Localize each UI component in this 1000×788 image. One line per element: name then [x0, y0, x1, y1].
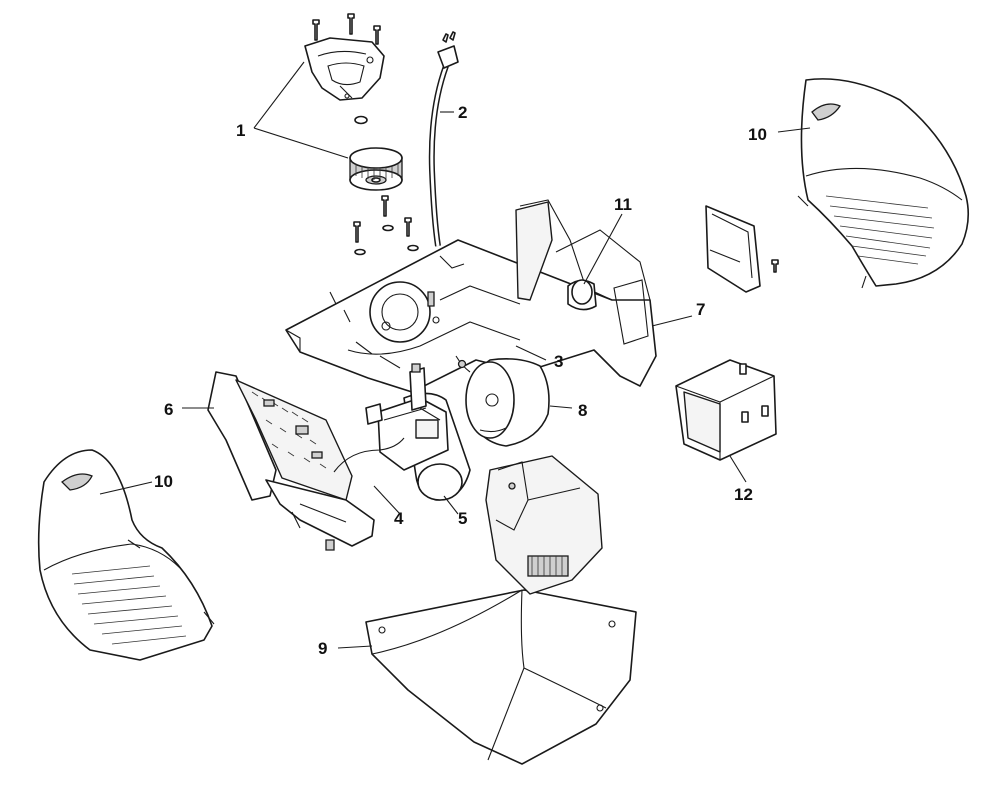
end-panel-left [37, 449, 215, 661]
callouts: 1 2 3 4 5 6 7 8 9 10 10 11 12 [154, 103, 767, 658]
callout-8: 8 [578, 401, 587, 420]
lens-cover [705, 205, 779, 293]
power-cord [428, 31, 459, 247]
drive-gear-assembly [304, 13, 419, 256]
callout-5: 5 [458, 509, 467, 528]
mounting-screws [353, 195, 419, 256]
callout-1: 1 [236, 121, 245, 140]
chassis [285, 199, 657, 393]
transformer [675, 359, 777, 461]
drive-sprocket [349, 147, 403, 191]
retaining-clip [354, 115, 368, 125]
bushing [571, 279, 593, 305]
leader-lines [99, 61, 811, 649]
light-reflector [465, 358, 550, 447]
callout-7: 7 [696, 300, 705, 319]
callout-10-left: 10 [154, 472, 173, 491]
callout-3: 3 [554, 352, 563, 371]
motor [365, 363, 471, 501]
logic-board [207, 371, 405, 551]
bottom-housing [365, 455, 637, 765]
callout-11: 11 [614, 195, 632, 214]
callout-2: 2 [458, 103, 467, 122]
callout-9: 9 [318, 639, 327, 658]
end-panel-right [797, 78, 970, 289]
callout-10-right: 10 [748, 125, 767, 144]
callout-12: 12 [734, 485, 753, 504]
callout-6: 6 [164, 400, 173, 419]
callout-4: 4 [394, 509, 404, 528]
top-screws [312, 13, 381, 45]
